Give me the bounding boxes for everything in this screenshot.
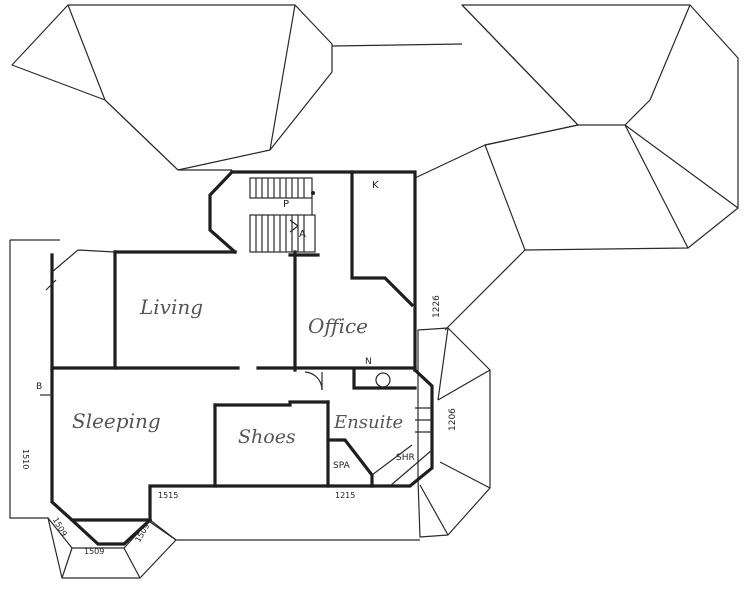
label-spa: SPA xyxy=(333,461,351,471)
entry-sketch xyxy=(40,249,116,396)
exterior-walls xyxy=(50,169,434,546)
mark-k: K xyxy=(372,180,379,191)
roof-right-octagon xyxy=(417,327,491,538)
room-label-shoes: Shoes xyxy=(238,426,296,448)
label-shr: SHR xyxy=(396,453,415,463)
room-label-ensuite: Ensuite xyxy=(333,412,403,433)
dim-1509-right: 1509 xyxy=(133,522,151,544)
dim-1510: 1510 xyxy=(21,449,30,469)
room-label-sleeping: Sleeping xyxy=(72,409,161,433)
dim-1215: 1215 xyxy=(335,491,355,500)
door-swings xyxy=(304,371,433,487)
room-label-office: Office xyxy=(308,314,368,338)
roof-connectors xyxy=(178,43,526,331)
roof-bottom-bay xyxy=(9,239,420,579)
dim-1509-mid: 1509 xyxy=(84,547,104,556)
dim-1206: 1206 xyxy=(448,408,458,431)
dim-1226: 1226 xyxy=(432,295,442,318)
interior-walls xyxy=(50,170,417,488)
dim-1515: 1515 xyxy=(158,491,178,500)
room-label-living: Living xyxy=(139,295,203,319)
stairs xyxy=(249,177,316,253)
roof-top-left xyxy=(11,4,333,171)
mark-a: A xyxy=(299,229,306,240)
mark-b: B xyxy=(36,382,42,392)
dim-1509-left: 1509 xyxy=(51,516,69,538)
mark-n: N xyxy=(365,357,372,367)
mark-p: P xyxy=(283,199,289,210)
roof-top-right xyxy=(461,4,739,251)
